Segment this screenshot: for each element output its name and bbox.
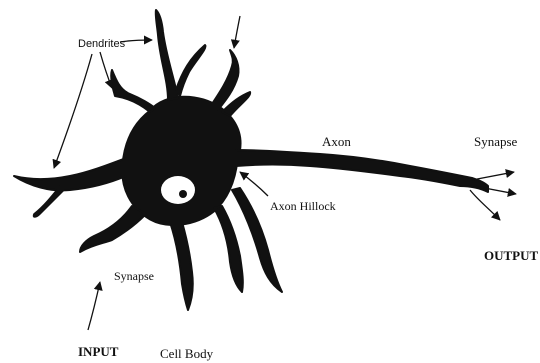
dendrite-bottom (170, 222, 193, 310)
terminal-arrow-2 (474, 186, 516, 194)
synapse-output-label: Synapse (474, 134, 518, 149)
output-label: OUTPUT (484, 248, 539, 263)
cell-body-label: Cell Body (160, 346, 214, 361)
dendrite-lower-left (80, 206, 146, 252)
terminal-arrow-1 (472, 172, 514, 180)
dendrite-top (156, 10, 178, 100)
terminal-arrow-3 (470, 190, 500, 220)
input-label: INPUT (78, 344, 119, 359)
dendrite-left-branch (33, 186, 64, 217)
dendrites-arrow-left (54, 54, 92, 168)
nucleus (161, 176, 195, 204)
axon-hillock-arrow (240, 172, 268, 196)
dendrites-label: Dendrites (78, 38, 126, 50)
nucleolus (179, 190, 187, 198)
axon-terminals (470, 172, 516, 220)
synapse-input-label: Synapse (114, 269, 154, 283)
dendrite-left (14, 158, 126, 190)
axon (236, 150, 488, 192)
dendrite-bottom-right (214, 206, 243, 292)
input-arrow-top (234, 16, 240, 48)
axon-label: Axon (322, 134, 351, 149)
input-arrow (88, 282, 100, 330)
nucleus-membrane (161, 176, 195, 204)
dendrites-arrow-mid (100, 52, 112, 88)
dendrite-top-branch (176, 45, 205, 96)
dendrite-top-left (111, 70, 155, 112)
neuron-shape (14, 10, 488, 310)
axon-hillock-label: Axon Hillock (270, 199, 336, 213)
